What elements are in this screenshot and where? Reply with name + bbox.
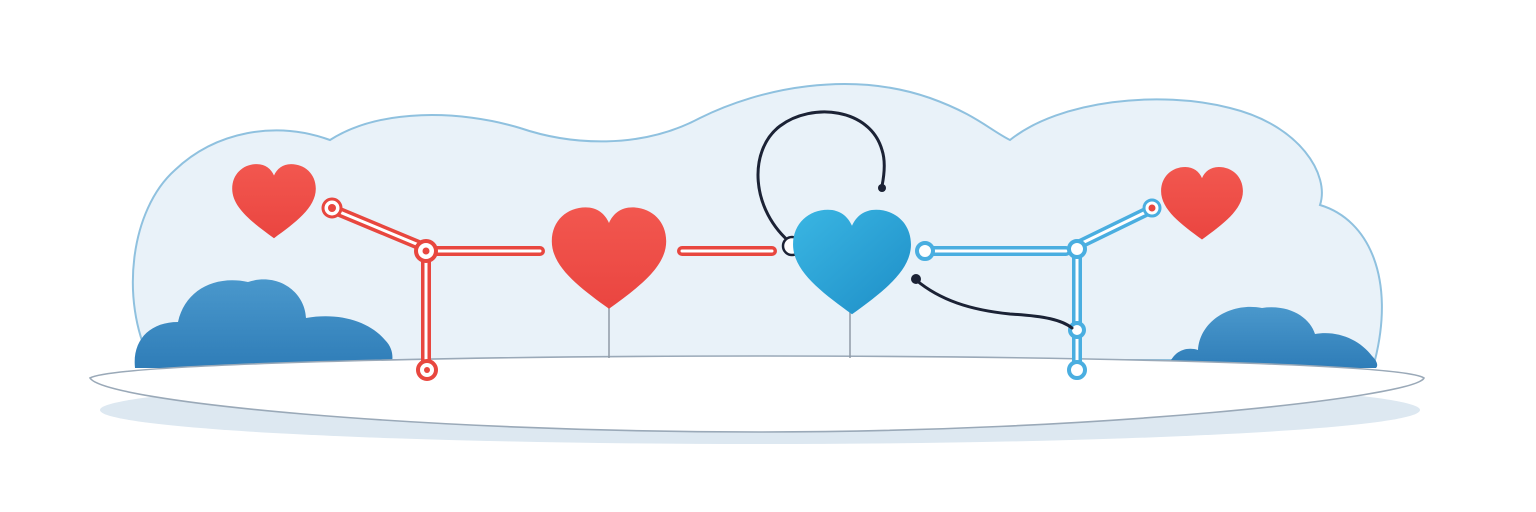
cable-end-icon xyxy=(911,274,921,284)
heart-icon xyxy=(551,207,667,309)
node-ring-icon xyxy=(1068,321,1086,339)
node-ring-icon xyxy=(424,367,430,373)
cable-end-icon xyxy=(878,184,886,192)
connector-blue xyxy=(923,205,1155,375)
cloud-backdrop xyxy=(131,83,1383,361)
cable-loop xyxy=(756,110,886,246)
node-ring-icon xyxy=(422,247,430,255)
node-ring-icon xyxy=(1148,204,1156,212)
cable-lower xyxy=(914,278,1074,330)
bush-left xyxy=(134,279,393,368)
node-ring-icon xyxy=(1067,239,1087,259)
node-ring-icon xyxy=(915,241,935,261)
heart-icon xyxy=(793,209,911,315)
heart-icon xyxy=(232,164,316,239)
node-ring-icon xyxy=(1067,360,1087,380)
bush-right xyxy=(1168,306,1378,368)
node-ring-icon xyxy=(328,204,336,212)
heart-icon xyxy=(1161,166,1243,240)
connector-red xyxy=(325,203,777,375)
